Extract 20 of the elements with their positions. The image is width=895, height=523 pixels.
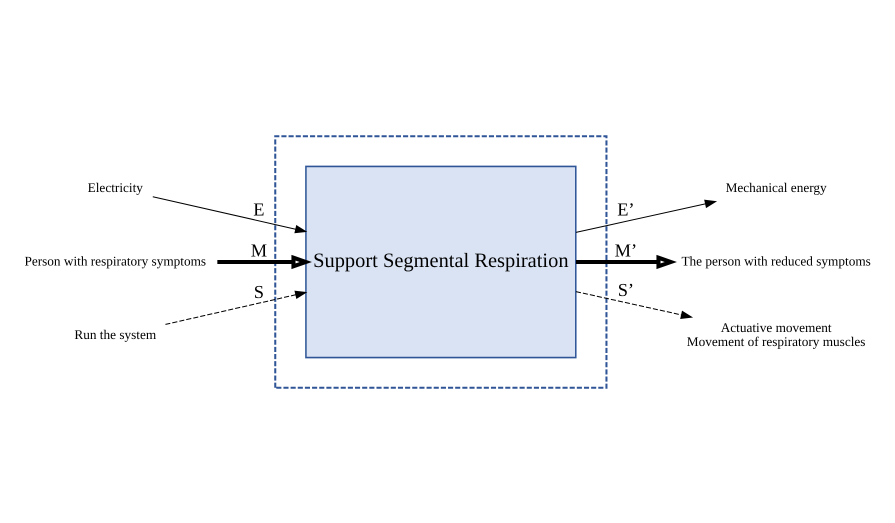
arrow <box>152 196 308 233</box>
arrow <box>576 254 677 269</box>
node-text: Run the system <box>74 326 156 342</box>
arrow <box>165 290 308 324</box>
arrow <box>217 254 312 269</box>
cluster <box>274 134 608 388</box>
node-text: Electricity <box>88 179 143 194</box>
edge-label: E <box>253 198 265 219</box>
arrow <box>576 290 694 319</box>
node-text: The person with reduced symptoms <box>681 252 871 268</box>
edge-label: M <box>250 240 268 260</box>
node-text: Person with respiratory symptoms <box>24 252 206 268</box>
node-text: Actuative movement Movement of respiratory muscles <box>686 319 866 349</box>
node-text: Mechanical energy <box>726 179 827 194</box>
node-box: Support Segmental Respiration <box>305 165 577 358</box>
edge-label: S <box>254 282 264 302</box>
edge-label: S’ <box>618 280 634 300</box>
arrow <box>576 199 718 232</box>
edge-label: M’ <box>614 240 638 260</box>
edge-label: E’ <box>617 198 635 219</box>
